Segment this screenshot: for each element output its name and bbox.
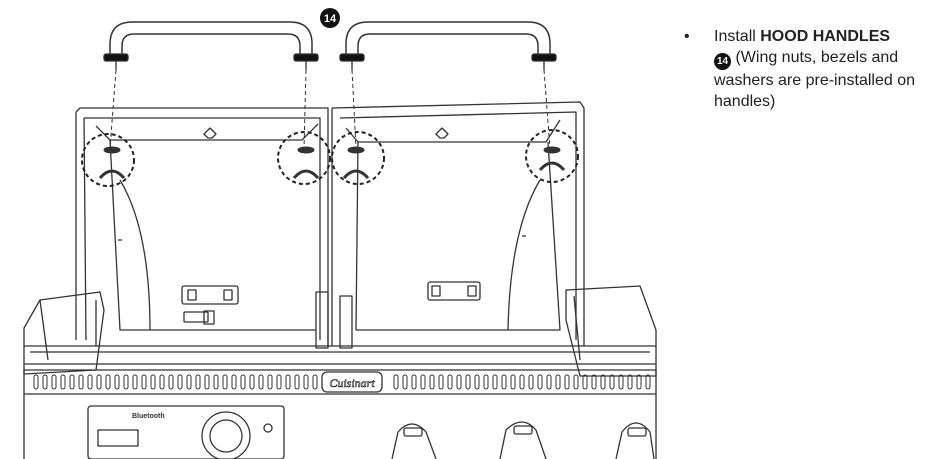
vent-slot bbox=[582, 374, 588, 390]
vent-slot bbox=[483, 374, 489, 390]
vent-slot bbox=[240, 374, 246, 390]
vent-slot bbox=[141, 374, 147, 390]
vent-slot bbox=[447, 374, 453, 390]
vent-slot bbox=[267, 374, 273, 390]
vent-slot bbox=[60, 374, 66, 390]
vent-slot bbox=[420, 374, 426, 390]
vent-slot bbox=[105, 374, 111, 390]
vent-slot bbox=[204, 374, 210, 390]
right-hood bbox=[331, 101, 585, 346]
vent-slot bbox=[276, 374, 282, 390]
vent-slot bbox=[627, 374, 633, 390]
vent-slot bbox=[150, 374, 156, 390]
detail-circle-left-outer bbox=[81, 133, 135, 187]
vent-slot bbox=[303, 374, 309, 390]
vent-slot bbox=[546, 374, 552, 390]
vent-slot bbox=[492, 374, 498, 390]
detail-circle-right-outer bbox=[525, 129, 579, 183]
step-callout-number: 14 bbox=[324, 13, 337, 25]
vent-slot bbox=[528, 374, 534, 390]
instruction-note: (Wing nuts, bezels and washers are pre-i… bbox=[714, 49, 915, 110]
vent-slots bbox=[33, 374, 651, 390]
step-callout: 14 bbox=[320, 8, 340, 28]
vent-slot bbox=[564, 374, 570, 390]
vent-slot bbox=[195, 374, 201, 390]
vent-slot bbox=[537, 374, 543, 390]
vent-slot bbox=[510, 374, 516, 390]
vent-slot bbox=[438, 374, 444, 390]
vent-slot bbox=[609, 374, 615, 390]
vent-slot bbox=[465, 374, 471, 390]
vent-slot bbox=[78, 374, 84, 390]
vent-slot bbox=[132, 374, 138, 390]
wing-nut-icon bbox=[538, 146, 566, 172]
vent-slot bbox=[249, 374, 255, 390]
vent-slot bbox=[555, 374, 561, 390]
vent-slot bbox=[231, 374, 237, 390]
detail-circle-right-inner bbox=[331, 131, 385, 185]
instruction-text: Install HOOD HANDLES 14 (Wing nuts, beze… bbox=[714, 26, 929, 112]
brand-badge: Cuisinart bbox=[321, 371, 383, 393]
wing-nut-icon bbox=[292, 146, 320, 180]
control-panel bbox=[23, 369, 657, 459]
vent-slot bbox=[573, 374, 579, 390]
vent-slot bbox=[591, 374, 597, 390]
instruction-emphasis: HOOD HANDLES bbox=[760, 28, 891, 45]
vent-slot bbox=[429, 374, 435, 390]
vent-slot bbox=[600, 374, 606, 390]
vent-slot bbox=[519, 374, 525, 390]
vent-slot bbox=[51, 374, 57, 390]
vent-slot bbox=[474, 374, 480, 390]
left-side-shelf bbox=[23, 291, 105, 375]
instruction-prefix: Install bbox=[714, 28, 756, 45]
bullet: • bbox=[684, 28, 690, 45]
vent-slot bbox=[312, 374, 318, 390]
vent-slot bbox=[294, 374, 300, 390]
vent-slot bbox=[186, 374, 192, 390]
bluetooth-label: Bluetooth bbox=[132, 413, 165, 420]
vent-slot bbox=[69, 374, 75, 390]
wing-nut-icon bbox=[98, 146, 126, 180]
assembly-diagram: Cuisinart Bluetooth 14 bbox=[23, 8, 657, 459]
vent-slot bbox=[114, 374, 120, 390]
vent-slot bbox=[87, 374, 93, 390]
vent-slot bbox=[393, 374, 399, 390]
vent-slot bbox=[645, 374, 651, 390]
left-hood-handle bbox=[103, 21, 319, 70]
vent-slot bbox=[618, 374, 624, 390]
vent-slot bbox=[177, 374, 183, 390]
vent-slot bbox=[96, 374, 102, 390]
right-hood-handle bbox=[339, 21, 557, 70]
vent-slot bbox=[222, 374, 228, 390]
vent-slot bbox=[501, 374, 507, 390]
left-hood bbox=[75, 107, 329, 346]
vent-slot bbox=[285, 374, 291, 390]
vent-slot bbox=[411, 374, 417, 390]
vent-slot bbox=[33, 374, 39, 390]
vent-slot bbox=[402, 374, 408, 390]
step-badge: 14 bbox=[714, 53, 731, 70]
vent-slot bbox=[258, 374, 264, 390]
right-side-shelf bbox=[565, 285, 657, 377]
detail-circle-left-inner bbox=[277, 131, 331, 185]
brand-logo: Cuisinart bbox=[329, 376, 375, 390]
vent-slot bbox=[159, 374, 165, 390]
vent-slot bbox=[636, 374, 642, 390]
vent-slot bbox=[42, 374, 48, 390]
wing-nut-icon bbox=[342, 146, 370, 180]
vent-slot bbox=[213, 374, 219, 390]
vent-slot bbox=[123, 374, 129, 390]
vent-slot bbox=[168, 374, 174, 390]
vent-slot bbox=[456, 374, 462, 390]
